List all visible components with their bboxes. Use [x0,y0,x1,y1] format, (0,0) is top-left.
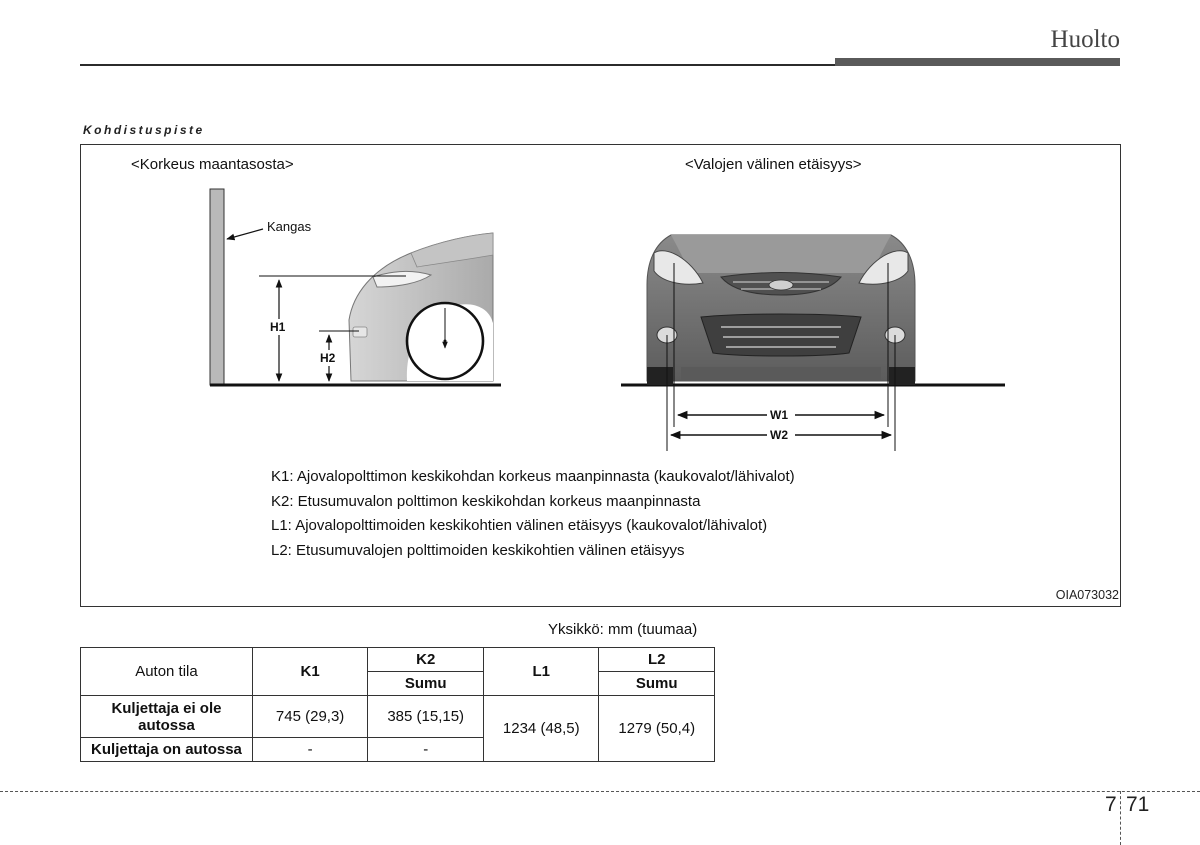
legend-k1: K1: Ajovalopolttimon keskikohdan korkeus… [271,468,795,485]
value-l2: 1279 (50,4) [598,695,715,762]
header-vehicle-state: Auton tila [80,647,253,696]
footer-rule [0,791,1200,792]
dimension-h1: H1 [270,320,286,334]
screen-wall [209,188,225,386]
row-k2: - [367,737,485,762]
aiming-spec-table: Auton tila K1 K2 L1 L2 Sumu Sumu Kuljett… [80,647,715,762]
row-state: Kuljettaja on autossa [80,737,253,762]
header-k2-fog: Sumu [367,671,485,696]
table-row: Kuljettaja on autossa - - [80,737,715,762]
legend-k2: K2: Etusumuvalon polttimon keskikohdan k… [271,492,701,510]
legend-l2: L2: Etusumuvalojen polttimoiden keskikoh… [271,541,685,559]
section-title: Huolto [1050,26,1120,53]
chapter-number: 7 [1105,793,1117,816]
dimension-h2: H2 [320,351,336,365]
figure-caption: Kohdistuspiste [83,123,205,137]
table-row: Kuljettaja ei ole autossa 745 (29,3) 385… [80,695,715,762]
header-l2: L2 [598,647,715,672]
header-k1: K1 [251,647,369,696]
diagram-legend: K1: Ajovalopolttimon keskikohdan korkeus… [271,465,795,563]
figure-code: OIA073032 [1055,588,1119,602]
aiming-diagram: <Korkeus maantasosta> <Valojen välinen e… [80,144,1121,607]
legend-l1: L1: Ajovalopolttimoiden keskikohtien väl… [271,517,768,534]
row-k1: - [251,737,369,762]
row-state: Kuljettaja ei ole autossa [80,695,253,738]
table-unit: Yksikkö: mm (tuumaa) [548,621,698,638]
diagram-illustration [209,188,1005,451]
page-number-separator [1120,791,1121,845]
header-k2: K2 [367,647,485,672]
screen-label: Kangas [267,219,312,234]
value-l1: 1234 (48,5) [483,695,600,762]
car-front-view [646,234,916,385]
header-rule-accent [835,58,1120,66]
row-k2: 385 (15,15) [367,695,485,738]
car-side-view [348,232,494,382]
screen-pointer [226,228,264,241]
header-rule [80,64,835,66]
header-l1: L1 [483,647,600,696]
height-from-ground-label: <Korkeus maantasosta> [131,156,294,173]
page-number: 71 [1126,793,1150,816]
dimension-w2: W2 [770,428,788,442]
dimension-w1: W1 [770,408,788,422]
row-k1: 745 (29,3) [251,695,369,738]
light-distance-label: <Valojen välinen etäisyys> [685,156,862,173]
header-l2-fog: Sumu [598,671,715,696]
